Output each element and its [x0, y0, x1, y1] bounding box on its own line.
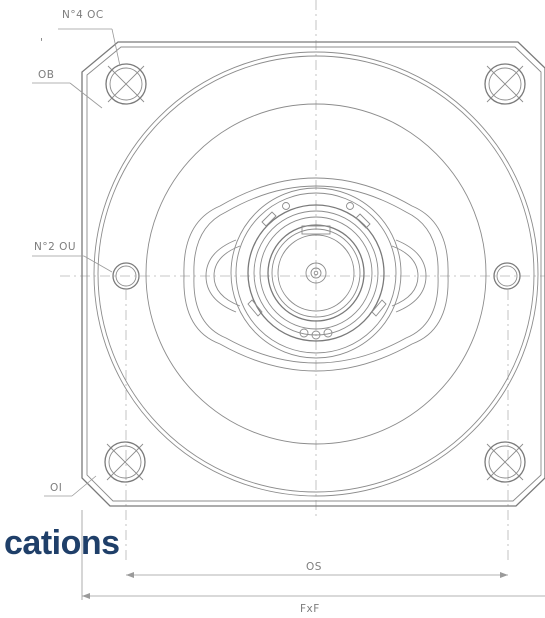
label-hole-spacing: OS — [306, 561, 322, 573]
corner-hole-top-right — [484, 63, 526, 105]
flange-plate — [81, 41, 545, 507]
central-hub — [230, 187, 402, 359]
label-frame-size: FxF — [300, 603, 320, 615]
corner-hole-top-left — [105, 63, 147, 105]
lobed-boss — [183, 177, 449, 372]
label-corner-holes: N°4 OC — [62, 9, 104, 21]
corner-holes — [104, 63, 526, 483]
label-corner-chamfer: OB — [38, 69, 54, 81]
center-lines — [60, 0, 545, 560]
side-holes — [112, 262, 521, 290]
corner-hole-bottom-right — [484, 441, 526, 483]
corner-hole-bottom-left — [104, 441, 146, 483]
label-pilot: OI — [50, 482, 62, 494]
leader-lines — [32, 28, 121, 497]
dimension-lines — [81, 510, 545, 600]
tick-mark: ' — [40, 37, 43, 49]
label-side-holes: N°2 OU — [34, 241, 76, 253]
flange-circles — [93, 51, 539, 497]
section-heading: cations — [4, 524, 120, 562]
